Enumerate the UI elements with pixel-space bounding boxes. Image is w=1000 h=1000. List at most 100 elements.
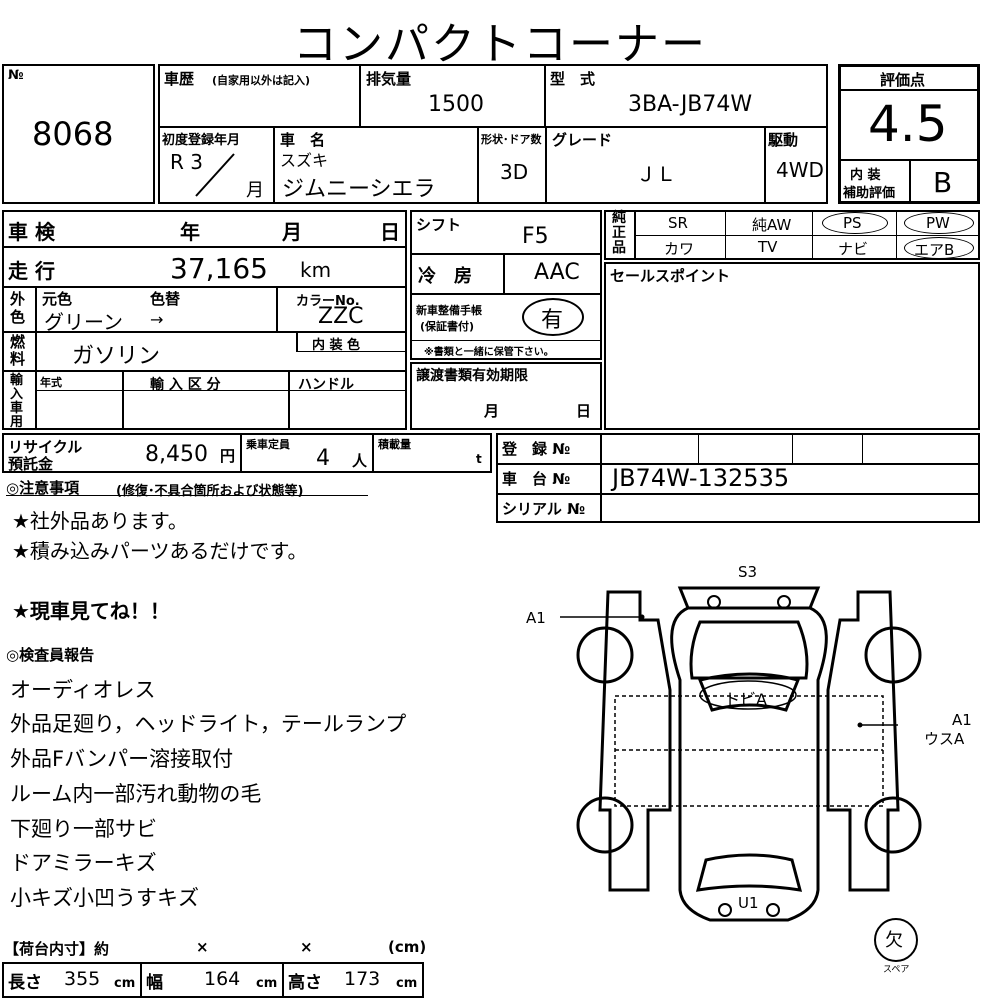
load-label: 積載量	[378, 438, 411, 451]
color-orig-label: 元色	[42, 290, 73, 308]
cargo-length-label: 長さ	[8, 973, 42, 993]
fuel-side-label: 燃料	[10, 333, 26, 368]
cargo-height-cm: cm	[396, 976, 418, 991]
inspector-line-3: 外品Fバンパー溶接取付	[10, 747, 234, 771]
aircon-value: AAC	[534, 260, 580, 285]
header-grid	[158, 64, 828, 204]
grade-value: ＪＬ	[636, 162, 676, 186]
shift-label: シフト	[416, 216, 462, 234]
body-label: 形状･ドア数	[481, 133, 542, 146]
equip-ps-circle	[822, 212, 888, 234]
caution-underline	[6, 495, 368, 496]
load-unit: t	[476, 452, 482, 466]
recycle-row	[2, 433, 492, 473]
mid-left-grid	[2, 210, 407, 430]
sales-point-label: セールスポイント	[610, 267, 731, 285]
chassis-value: JB74W-132535	[612, 464, 790, 492]
maintenance-circle	[522, 298, 584, 336]
first-reg-era: R 3	[170, 150, 203, 174]
body-value: 3D	[500, 160, 529, 184]
inspector-line-4: ルーム内一部汚れ動物の毛	[10, 782, 262, 806]
mileage-label: 走 行	[8, 259, 55, 283]
equip-navi: ナビ	[838, 240, 869, 258]
color-change-label: 色替	[150, 290, 181, 308]
inspector-header: ◎検査員報告	[6, 646, 95, 664]
cargo-length-cm: cm	[114, 976, 136, 991]
fuel-value: ガソリン	[72, 344, 161, 369]
shift-value: F5	[522, 224, 549, 249]
cargo-height-label: 高さ	[288, 973, 322, 993]
recycle-label-1: リサイクル	[8, 438, 83, 456]
transfer-month: 月	[484, 402, 500, 420]
cargo-box	[2, 962, 424, 998]
mark-rear: U1	[738, 894, 759, 912]
lot-number: 8068	[32, 115, 114, 153]
model-value: 3BA-JB74W	[628, 92, 753, 117]
inspection-label: 車 検	[8, 220, 55, 244]
maintenance-label-2: (保証書付)	[420, 320, 475, 333]
maintenance-value: 有	[541, 308, 564, 333]
inspector-line-6: ドアミラーキズ	[10, 851, 157, 875]
equipment-side-label: 純正品	[612, 210, 626, 256]
interior-label-2: 補助評価	[843, 186, 896, 201]
drive-label: 駆動	[768, 131, 799, 149]
equip-tv: TV	[758, 238, 778, 256]
mark-left: A1	[526, 609, 546, 627]
lot-no-label: №	[8, 68, 24, 83]
maintenance-label-1: 新車整備手帳	[416, 304, 482, 317]
chassis-label: 車 台 №	[502, 470, 571, 488]
history-label: 車歴	[164, 70, 195, 88]
recycle-label-2: 預託金	[8, 455, 54, 473]
maintenance-note: ※書類と一緒に保管下さい。	[424, 347, 554, 358]
first-reg-month-unit: 月	[246, 180, 264, 201]
color-code: ZZC	[318, 304, 364, 329]
equip-pw: PW	[926, 214, 950, 232]
lot-number-box	[2, 64, 155, 204]
cargo-x1: ×	[196, 938, 209, 956]
sales-point-box	[604, 262, 980, 430]
caution-header: ◎注意事項	[6, 479, 80, 497]
shift-box	[410, 210, 602, 360]
car-diagram	[560, 586, 922, 922]
page-title: コンパクトコーナー	[293, 19, 707, 70]
caution-line-1: ★社外品あります。	[12, 509, 188, 533]
cargo-width-cm: cm	[256, 976, 278, 991]
serial-label: シリアル №	[502, 500, 586, 518]
import-year-label: 年式	[40, 376, 62, 389]
cargo-header: 【荷台内寸】約	[4, 940, 110, 958]
mileage-unit: km	[300, 258, 332, 282]
capacity-label: 乗車定員	[246, 438, 290, 451]
rating-label: 評価点	[880, 71, 926, 89]
capacity-unit: 人	[352, 452, 368, 470]
transfer-box	[410, 362, 602, 430]
drive-value: 4WD	[776, 158, 824, 182]
import-side-label: 輸入車用	[10, 373, 24, 430]
interior-label-1: 内 装	[850, 168, 881, 183]
car-name: ジムニーシエラ	[282, 177, 436, 202]
interior-value: B	[933, 166, 953, 199]
car-name-label: 車 名	[280, 131, 326, 149]
transfer-day: 日	[576, 402, 592, 420]
recycle-unit: 円	[220, 447, 236, 465]
cargo-height: 173	[344, 968, 381, 990]
equip-alloy-wheel: 純AW	[752, 216, 792, 234]
date-slash	[195, 153, 235, 197]
spare-circle	[874, 918, 918, 962]
cargo-x2: ×	[300, 938, 313, 956]
mark-right-2: ウスA	[924, 730, 965, 748]
color-value: グリーン	[44, 310, 123, 334]
equip-airbag: エアB	[914, 241, 955, 259]
cargo-width-label: 幅	[146, 973, 163, 993]
registration-label: 登 録 №	[502, 440, 571, 458]
model-label: 型 式	[550, 70, 596, 88]
equip-pw-circle	[904, 212, 974, 234]
equip-leather: カワ	[664, 240, 695, 258]
caution-line-3: ★現車見てね！！	[12, 599, 170, 623]
recycle-value: 8,450	[145, 442, 208, 467]
inspector-line-5: 下廻り一部サビ	[10, 817, 157, 841]
cargo-length: 355	[64, 968, 101, 990]
import-handle-label: ハンドル	[298, 377, 354, 393]
inspection-year: 年	[180, 220, 200, 244]
caution-line-2: ★積み込みパーツあるだけです。	[12, 539, 308, 563]
inspection-day: 日	[380, 220, 400, 244]
